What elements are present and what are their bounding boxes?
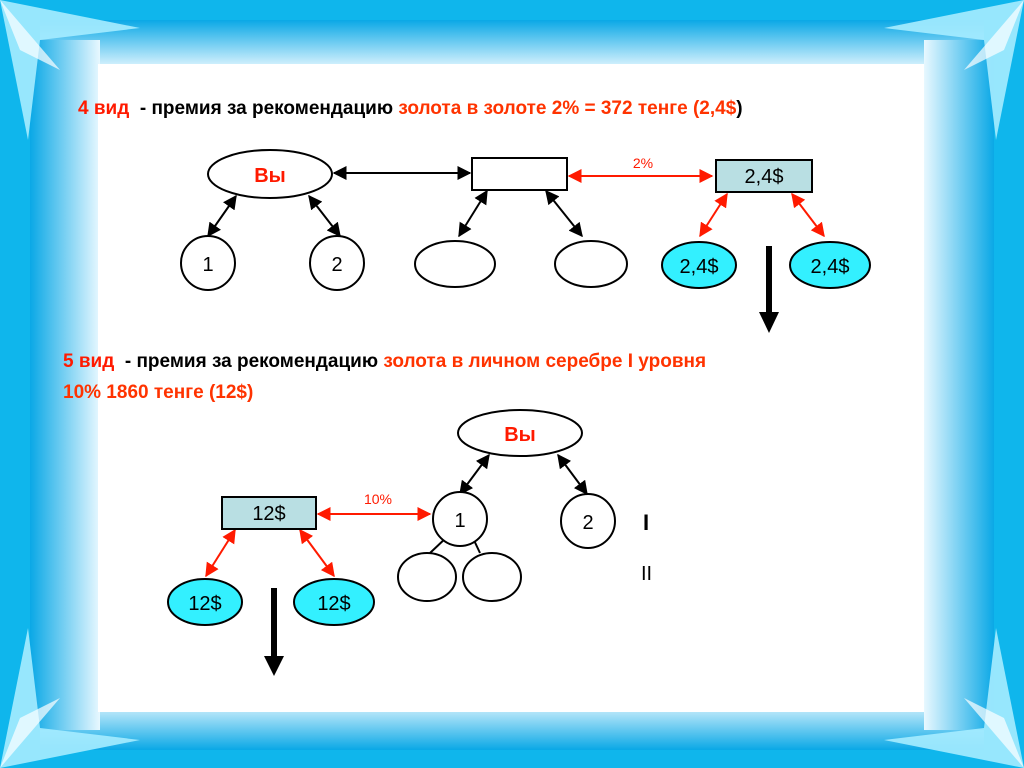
diagram5: Вы 12$ 10% 1 2 I II 12$ 12$ [167, 409, 652, 676]
d5-you-label: Вы [504, 424, 536, 446]
d4-placeholder-box [471, 157, 568, 191]
d5-bonus-left-label: 12$ [188, 593, 221, 615]
section5-text: - премия за рекомендацию [124, 351, 379, 372]
d5-empty-left-node [397, 552, 457, 602]
d5-bonus-right-label: 12$ [317, 593, 350, 615]
d5-bonus-right-node [293, 578, 375, 626]
d5-bonus-box-label: 12$ [252, 503, 285, 525]
d4-child2-node [309, 235, 365, 291]
d5-down-arrow-shaft [271, 588, 277, 658]
section4-highlight: золота в золоте 2% = 372 тенге (2,4$ [398, 98, 737, 119]
d4-you-node [207, 149, 333, 199]
d4-down-arrow-shaft [766, 246, 772, 314]
d5-child1-node [432, 491, 488, 547]
d5-empty-right-node [462, 552, 522, 602]
d4-down-arrow-head [759, 312, 779, 333]
d5-link-you-1 [459, 453, 490, 496]
diagram4: Вы 2% 2,4$ 1 2 2,4$ 2,4$ [180, 149, 871, 333]
d4-child2-label: 2 [331, 254, 342, 276]
d4-child1-label: 1 [202, 254, 213, 276]
d5-level2-label: II [641, 563, 652, 585]
d5-child2-node [560, 493, 616, 549]
d4-bonus-box-label: 2,4$ [745, 166, 784, 188]
d4-bonus-left-label: 2,4$ [680, 256, 719, 278]
d4-link-bonus-right [791, 192, 825, 238]
section4-text: - премия за рекомендацию [139, 98, 394, 119]
d4-percent-label: 2% [633, 155, 653, 171]
section5-heading: 5 вид - премия за рекомендацию золота в … [63, 351, 706, 373]
d5-child1-label: 1 [454, 510, 465, 532]
d5-you-node [457, 409, 583, 457]
d4-bonus-box [715, 159, 813, 193]
section5-highlight: золота в личном серебре I уровня [383, 351, 707, 372]
section4-label: 4 вид [78, 98, 130, 119]
d5-down-arrow-head [264, 656, 284, 676]
d4-bonus-right-label: 2,4$ [811, 256, 850, 278]
section4-heading: 4 вид - премия за рекомендацию золота в … [78, 98, 743, 120]
d4-bonus-left-node [661, 241, 737, 289]
d4-bonus-right-node [789, 241, 871, 289]
d5-bonus-box [221, 496, 317, 530]
d4-empty-right-node [554, 240, 628, 288]
section4-tail: ) [736, 98, 743, 119]
section5-label: 5 вид [63, 351, 115, 372]
d5-percent-label: 10% [364, 491, 392, 507]
d5-bonus-left-node [167, 578, 243, 626]
d5-child2-label: 2 [582, 512, 593, 534]
d4-child1-node [180, 235, 236, 291]
d4-link-box-right [545, 189, 583, 238]
d4-link-you-2 [308, 194, 341, 238]
d4-link-you-1 [207, 194, 237, 238]
d4-link-bonus-left [699, 192, 728, 238]
d5-link-you-2 [557, 453, 588, 496]
d5-link-bonus-left [205, 528, 236, 578]
d5-level1-label: I [643, 510, 649, 535]
section5-line2: 10% 1860 тенге (12$) [63, 382, 254, 403]
d4-you-label: Вы [254, 165, 286, 187]
d4-link-box-left [458, 189, 488, 238]
d4-empty-left-node [414, 240, 496, 288]
d5-link-bonus-right [299, 528, 335, 578]
